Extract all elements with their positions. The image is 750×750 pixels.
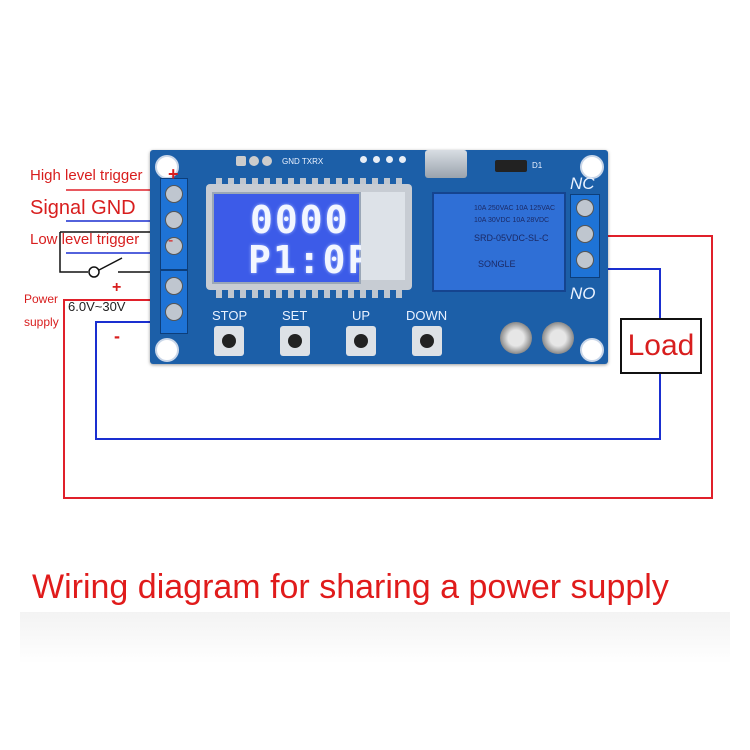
diode: [495, 160, 527, 172]
mounting-hole: [155, 155, 179, 179]
red-wire-loop: [63, 235, 713, 499]
high-trigger-plus: +: [168, 164, 179, 184]
caption: Wiring diagram for sharing a power suppl…: [32, 568, 669, 606]
switch-contact-left: [88, 266, 100, 278]
lcd-side-panel: [361, 192, 405, 280]
power-supply-label-2: supply: [24, 315, 59, 329]
power-minus: -: [114, 326, 120, 346]
timer-relay-board: GND TXRX D1 0000 P1:0P 10A 250VAC 10A 12…: [150, 150, 608, 364]
capacitor: [500, 322, 532, 354]
relay-terminal-block: [570, 194, 600, 278]
load-box: Load: [620, 318, 702, 374]
no-label: NO: [570, 284, 596, 303]
blue-wire-load-return: [95, 321, 661, 440]
relay-rating-1: 10A 250VAC 10A 125VAC: [474, 205, 556, 212]
up-label: UP: [352, 308, 371, 323]
high-level-trigger-label: High level trigger: [30, 167, 143, 184]
test-pads: [360, 156, 406, 163]
low-level-trigger-label: Low level trigger: [30, 231, 140, 248]
blue-wire-no-to-load: [598, 268, 661, 318]
switch-wire: [59, 232, 88, 273]
power-plus: +: [112, 279, 122, 296]
capacitor: [542, 322, 574, 354]
lcd-top-digits: 0000: [250, 198, 350, 242]
lcd-pins-top: [216, 178, 402, 184]
relay-rating-2: 10A 30VDC 10A 28VDC: [474, 217, 550, 224]
mounting-hole: [155, 338, 179, 362]
stop-button[interactable]: [214, 326, 244, 356]
micro-usb-port: [425, 150, 467, 178]
voltage-range-label: 6.0V~30V: [68, 299, 126, 314]
up-button[interactable]: [346, 326, 376, 356]
set-button[interactable]: [280, 326, 310, 356]
low-trigger-minus: -: [168, 232, 174, 249]
lcd-bottom-digits: P1:0P: [248, 238, 373, 282]
power-terminal-block: [160, 270, 188, 334]
down-button[interactable]: [412, 326, 442, 356]
lcd-display: 0000 P1:0P: [206, 184, 412, 290]
signal-gnd-label: Signal GND: [30, 197, 136, 219]
relay: 10A 250VAC 10A 125VAC 10A 30VDC 10A 28VD…: [432, 192, 566, 292]
switch-lever: [98, 257, 123, 271]
mounting-hole: [580, 155, 604, 179]
power-supply-label-1: Power: [24, 292, 59, 306]
diode-label: D1: [532, 161, 543, 170]
reflection-band: [20, 612, 730, 664]
pin-header-label: GND TXRX: [282, 157, 324, 166]
relay-model: SRD-05VDC-SL-C: [474, 233, 549, 243]
lcd-pins-bottom: [216, 290, 402, 298]
pin-header: [236, 156, 284, 168]
trigger-terminal-block: [160, 178, 188, 270]
relay-brand: SONGLE: [478, 259, 516, 269]
set-label: SET: [282, 308, 308, 323]
mounting-hole: [580, 338, 604, 362]
load-label: Load: [627, 329, 695, 362]
down-label: DOWN: [406, 308, 448, 323]
nc-label: NC: [570, 174, 595, 193]
stop-label: STOP: [212, 308, 248, 323]
lcd-screen: 0000 P1:0P: [212, 192, 370, 284]
